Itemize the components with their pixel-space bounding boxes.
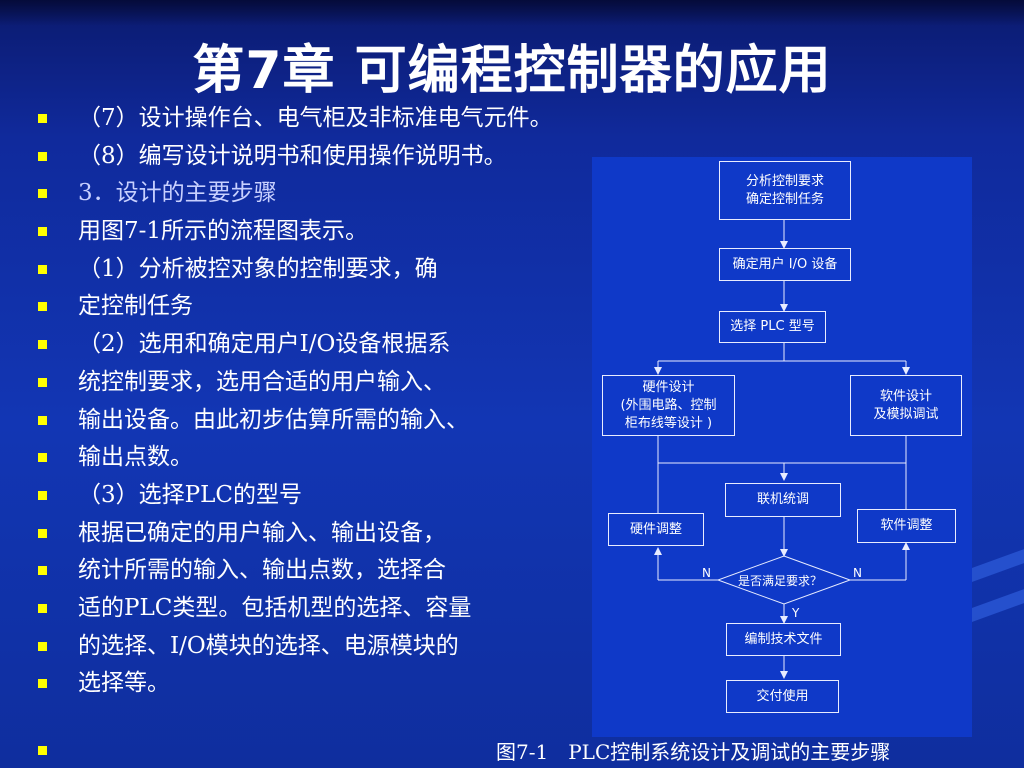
flow-text: 柜布线等设计 ) bbox=[624, 415, 713, 431]
bullet-marker bbox=[38, 679, 47, 689]
bullet-item: 输出点数。 bbox=[38, 439, 598, 477]
bullet-item: （8）编写设计说明书和使用操作说明书。 bbox=[38, 138, 598, 176]
flowchart-connectors bbox=[654, 220, 910, 679]
bullet-marker bbox=[38, 227, 47, 237]
bullet-text: （2）选用和确定用户I/O设备根据系 bbox=[78, 331, 451, 358]
bullet-text: 适的PLC类型。包括机型的选择、容量 bbox=[78, 594, 472, 621]
flow-box-software: 软件设计及模拟调试 bbox=[850, 375, 962, 436]
bullet-item: 统控制要求，选用合适的用户输入、 bbox=[38, 364, 598, 402]
flow-box-documentation: 编制技术文件 bbox=[726, 623, 841, 656]
bullet-item: 输出设备。由此初步估算所需的输入、 bbox=[38, 402, 598, 440]
bullet-item: （1）分析被控对象的控制要求，确 bbox=[38, 251, 598, 289]
flow-text: 硬件调整 bbox=[629, 521, 682, 537]
bullet-text: 根据已确定的用户输入、输出设备， bbox=[78, 519, 446, 546]
flow-text: 分析控制要求 bbox=[745, 173, 824, 189]
flow-text: 确定用户 I/O 设备 bbox=[732, 256, 838, 272]
decision-no-left-label: N bbox=[702, 566, 711, 580]
flow-box-plc: 选择 PLC 型号 bbox=[719, 311, 826, 343]
flow-text: 软件设计 bbox=[879, 388, 932, 404]
bullet-text: 输出设备。由此初步估算所需的输入、 bbox=[78, 406, 469, 433]
bullet-text: 统计所需的输入、输出点数，选择合 bbox=[78, 557, 446, 584]
flow-box-hardware: 硬件设计 (外围电路、控制柜布线等设计 ) bbox=[602, 375, 735, 436]
decision-yes-label: Y bbox=[792, 606, 800, 620]
bullet-item: （3）选择PLC的型号 bbox=[38, 477, 598, 515]
decision-no-right-label: N bbox=[853, 566, 862, 580]
bullet-text: 3．设计的主要步骤 bbox=[78, 180, 277, 207]
bullet-text: （8）编写设计说明书和使用操作说明书。 bbox=[78, 142, 507, 169]
bullet-text: 选择等。 bbox=[78, 670, 170, 697]
bullet-marker bbox=[38, 566, 47, 576]
top-shade bbox=[0, 0, 1024, 26]
bullet-text: 用图7-1所示的流程图表示。 bbox=[78, 218, 369, 245]
flow-box-joint-debug: 联机统调 bbox=[725, 483, 841, 517]
figure-caption: 图7-1 PLC控制系统设计及调试的主要步骤 bbox=[496, 740, 891, 764]
flowchart-panel bbox=[592, 157, 972, 737]
bullet-item: 用图7-1所示的流程图表示。 bbox=[38, 213, 598, 251]
bullet-marker bbox=[38, 189, 47, 199]
bullet-text: （1）分析被控对象的控制要求，确 bbox=[78, 255, 438, 282]
bullet-marker bbox=[38, 415, 47, 425]
bullet-item: 定控制任务 bbox=[38, 288, 598, 326]
decorative-wave bbox=[964, 589, 1024, 625]
bullet-item: 根据已确定的用户输入、输出设备， bbox=[38, 515, 598, 553]
bullet-marker bbox=[38, 377, 47, 387]
decision-label: 是否满足要求？ bbox=[738, 574, 823, 588]
bullet-marker bbox=[38, 603, 47, 613]
flow-box-software-adjust: 软件调整 bbox=[857, 509, 956, 543]
bullet-text: 输出点数。 bbox=[78, 444, 193, 471]
bullet-marker bbox=[38, 641, 47, 651]
flow-text: 确定控制任务 bbox=[745, 191, 824, 207]
bullet-marker bbox=[38, 264, 47, 274]
bullet-text: 统控制要求，选用合适的用户输入、 bbox=[78, 368, 446, 395]
bullet-marker bbox=[38, 302, 47, 312]
bullet-marker bbox=[38, 114, 47, 123]
bullet-text: 的选择、I/O模块的选择、电源模块的 bbox=[78, 632, 459, 659]
flow-box-delivery: 交付使用 bbox=[726, 680, 839, 713]
flow-text: 选择 PLC 型号 bbox=[730, 319, 815, 334]
flow-box-hardware-adjust: 硬件调整 bbox=[608, 513, 704, 546]
flow-text: 硬件设计 bbox=[642, 379, 695, 395]
bullet-item: 选择等。 bbox=[38, 665, 598, 703]
bullet-marker bbox=[38, 746, 47, 755]
bullet-marker bbox=[38, 340, 47, 350]
bullet-text: （3）选择PLC的型号 bbox=[78, 481, 302, 508]
bullet-item: 的选择、I/O模块的选择、电源模块的 bbox=[38, 628, 598, 666]
flow-box-analyze: 分析控制要求确定控制任务 bbox=[719, 161, 851, 220]
bullet-item: （7）设计操作台、电气柜及非标准电气元件。 bbox=[38, 100, 598, 138]
bullet-item: 适的PLC类型。包括机型的选择、容量 bbox=[38, 590, 598, 628]
bullet-item: （2）选用和确定用户I/O设备根据系 bbox=[38, 326, 598, 364]
slide-title: 第7章 可编程控制器的应用 bbox=[192, 41, 832, 101]
flow-text: (外围电路、控制 bbox=[620, 397, 717, 413]
flow-text: 联机统调 bbox=[756, 492, 809, 507]
bullet-item: 统计所需的输入、输出点数，选择合 bbox=[38, 552, 598, 590]
bullet-item: 3．设计的主要步骤 bbox=[38, 175, 598, 213]
bullet-marker bbox=[38, 490, 47, 500]
flow-text: 交付使用 bbox=[756, 688, 809, 704]
decorative-wave bbox=[964, 549, 1024, 585]
flow-box-io: 确定用户 I/O 设备 bbox=[719, 248, 851, 281]
bullet-list: （7）设计操作台、电气柜及非标准电气元件。 （8）编写设计说明书和使用操作说明书… bbox=[38, 100, 598, 703]
bullet-marker bbox=[38, 528, 47, 538]
bullet-marker bbox=[38, 151, 47, 161]
bullet-marker bbox=[38, 453, 47, 463]
flow-text: 软件调整 bbox=[880, 518, 933, 533]
decision-diamond bbox=[716, 555, 852, 605]
flow-text: 编制技术文件 bbox=[744, 631, 823, 647]
flow-text: 及模拟调试 bbox=[873, 406, 939, 422]
bullet-text: （7）设计操作台、电气柜及非标准电气元件。 bbox=[78, 105, 553, 131]
bullet-text: 定控制任务 bbox=[78, 293, 193, 320]
